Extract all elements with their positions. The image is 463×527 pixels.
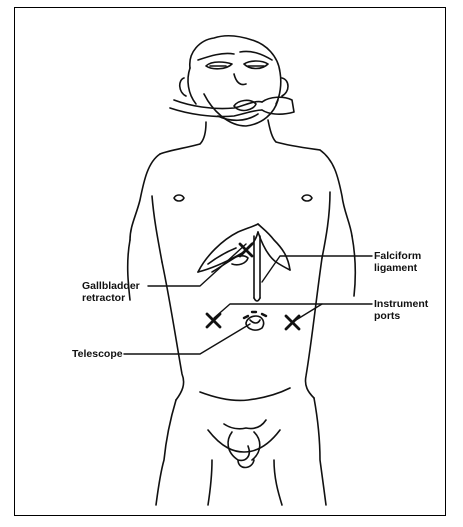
label-gallbladder-retractor: Gallbladder retractor bbox=[82, 280, 140, 304]
label-instrument-ports: Instrument ports bbox=[374, 298, 428, 322]
nipples bbox=[174, 195, 312, 201]
leader-telescope bbox=[124, 324, 250, 354]
telescope-port bbox=[244, 312, 266, 330]
port-x-right bbox=[286, 316, 299, 329]
leader-instrument-left bbox=[214, 304, 372, 318]
port-x-left bbox=[207, 314, 220, 327]
port-x-upper bbox=[240, 244, 252, 256]
label-telescope: Telescope bbox=[72, 348, 123, 360]
patient-head bbox=[180, 36, 288, 126]
leader-instrument-right bbox=[296, 304, 322, 320]
torso-outline bbox=[128, 120, 356, 505]
label-falciform-ligament: Falciform ligament bbox=[374, 250, 421, 274]
